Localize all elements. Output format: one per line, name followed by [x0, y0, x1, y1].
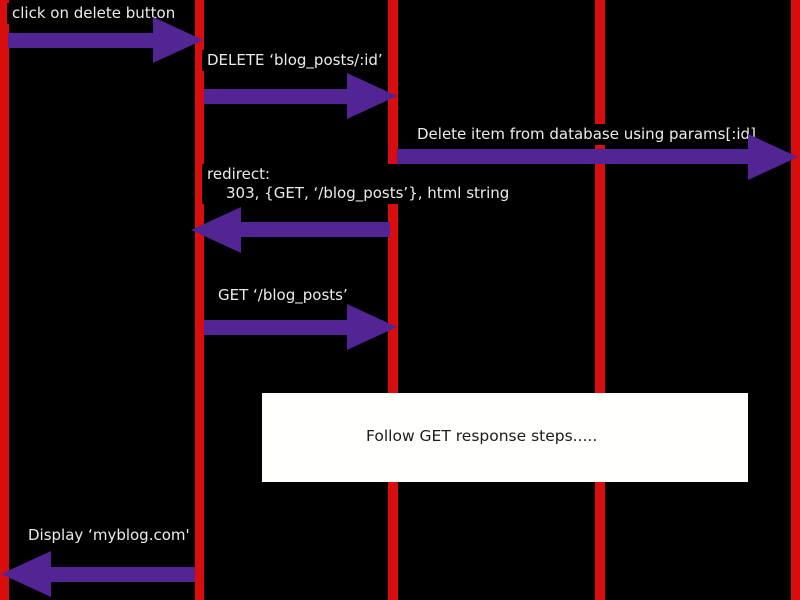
message-arrow-3	[397, 149, 750, 164]
lifeline-server	[388, 0, 398, 600]
message-label-delete-db: Delete item from database using params[:…	[412, 124, 761, 145]
message-arrow-1	[8, 33, 155, 48]
redirect-label-line-1: redirect:	[207, 165, 271, 183]
message-label-redirect: redirect: 303, {GET, ‘/blog_posts’}, htm…	[202, 164, 515, 204]
message-label-click-delete: click on delete button	[7, 3, 181, 24]
arrowhead-right-icon	[748, 134, 798, 180]
lifeline-browser-left	[0, 0, 9, 600]
message-arrow-5	[204, 320, 349, 335]
redirect-label-line-2: 303, {GET, ‘/blog_posts’}, html string	[226, 184, 510, 202]
arrowhead-right-icon	[347, 304, 397, 350]
message-label-get-request: GET ‘/blog_posts’	[213, 285, 353, 306]
arrowhead-left-icon	[191, 207, 241, 253]
note-box: Follow GET response steps.....	[262, 393, 748, 482]
message-arrow-2	[204, 89, 349, 104]
lifeline-client	[195, 0, 204, 600]
message-arrow-4	[241, 222, 390, 237]
message-label-display: Display ‘myblog.com'	[23, 525, 195, 546]
message-arrow-6	[51, 567, 195, 582]
message-label-delete-request: DELETE ‘blog_posts/:id’	[202, 50, 388, 71]
arrowhead-left-icon	[1, 551, 51, 597]
arrowhead-right-icon	[347, 73, 397, 119]
arrowhead-right-icon	[153, 17, 203, 63]
lifeline-database-right	[791, 0, 800, 600]
note-text: Follow GET response steps.....	[366, 427, 598, 445]
lifeline-controller	[595, 0, 605, 600]
